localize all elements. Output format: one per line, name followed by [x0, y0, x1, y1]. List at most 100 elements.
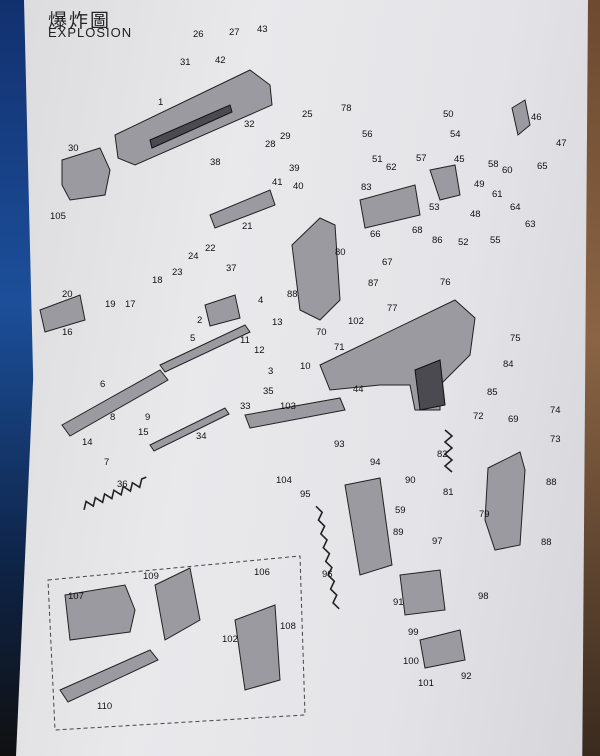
part-label-4: 4	[258, 295, 264, 306]
part-label-83: 83	[361, 182, 372, 193]
mag-base-part	[399, 569, 446, 616]
part-label-29: 29	[280, 131, 291, 142]
part-label-32: 32	[244, 119, 255, 130]
grip-left-part	[291, 217, 341, 321]
part-label-5: 5	[190, 333, 196, 344]
part-label-100: 100	[403, 656, 419, 667]
frame-grip	[414, 359, 446, 411]
part-label-74: 74	[550, 405, 561, 416]
part-label-46: 46	[531, 112, 542, 123]
part-label-44: 44	[353, 384, 364, 395]
part-label-27: 27	[229, 27, 240, 38]
part-label-81: 81	[443, 487, 454, 498]
slide-part	[114, 69, 273, 166]
part-label-88b: 88	[546, 477, 557, 488]
part-label-69: 69	[508, 414, 519, 425]
part-label-51: 51	[372, 154, 383, 165]
part-label-68: 68	[412, 225, 423, 236]
rail-part	[244, 397, 346, 429]
magazine-part	[344, 477, 393, 576]
part-label-95: 95	[300, 489, 311, 500]
part-label-93: 93	[334, 439, 345, 450]
part-label-26: 26	[193, 29, 204, 40]
hammer-part	[511, 99, 531, 136]
hop-up-part	[204, 294, 241, 327]
part-label-106: 106	[254, 567, 270, 578]
part-label-48: 48	[470, 209, 481, 220]
part-label-31: 31	[180, 57, 191, 68]
part-label-40: 40	[293, 181, 304, 192]
part-label-21: 21	[242, 221, 253, 232]
part-label-58: 58	[488, 159, 499, 170]
part-label-37: 37	[226, 263, 237, 274]
part-label-14: 14	[82, 437, 93, 448]
part-label-87: 87	[368, 278, 379, 289]
part-label-88a: 88	[287, 289, 298, 300]
part-label-9: 9	[145, 412, 151, 423]
part-label-84: 84	[503, 359, 514, 370]
part-label-82: 82	[437, 449, 448, 460]
part-label-43: 43	[257, 24, 268, 35]
hammer-strut-part	[429, 164, 461, 201]
part-label-50: 50	[443, 109, 454, 120]
part-label-61: 61	[492, 189, 503, 200]
comp-rail	[59, 649, 159, 703]
part-label-49: 49	[474, 179, 485, 190]
part-label-11: 11	[240, 335, 250, 346]
part-label-20: 20	[62, 289, 73, 300]
part-label-52: 52	[458, 237, 469, 248]
guide-rod-part	[149, 407, 230, 452]
part-label-90: 90	[405, 475, 416, 486]
part-label-108: 108	[280, 621, 296, 632]
part-label-76: 76	[440, 277, 451, 288]
part-label-13: 13	[272, 317, 283, 328]
part-label-7: 7	[104, 457, 110, 468]
part-label-17: 17	[125, 299, 136, 310]
part-label-41: 41	[272, 177, 283, 188]
part-label-38: 38	[210, 157, 221, 168]
part-label-35: 35	[263, 386, 274, 397]
part-label-99: 99	[408, 627, 419, 638]
part-label-79: 79	[479, 509, 490, 520]
part-label-34: 34	[196, 431, 207, 442]
slide-window	[149, 104, 233, 149]
part-label-6: 6	[100, 379, 106, 390]
part-label-91: 91	[393, 597, 404, 608]
part-label-107: 107	[68, 591, 84, 602]
part-label-45: 45	[454, 154, 465, 165]
part-label-16: 16	[62, 327, 73, 338]
part-label-85: 85	[487, 387, 498, 398]
part-label-97: 97	[432, 536, 443, 547]
part-label-2: 2	[197, 315, 203, 326]
part-label-102a: 102	[348, 316, 364, 327]
title-english: EXPLOSION	[48, 25, 133, 40]
option-parts-box	[47, 555, 306, 731]
comp-slide-front	[64, 584, 136, 641]
mainspring	[443, 429, 454, 473]
part-label-57: 57	[416, 153, 427, 164]
part-label-96: 96	[322, 569, 333, 580]
slide-front-part	[61, 147, 111, 201]
part-label-24: 24	[188, 251, 199, 262]
part-label-105: 105	[50, 211, 66, 222]
mag-plate-part	[419, 629, 466, 669]
frame-part	[319, 299, 476, 411]
part-label-60: 60	[502, 165, 513, 176]
part-label-39: 39	[289, 163, 300, 174]
part-label-110: 110	[97, 701, 113, 712]
part-label-54: 54	[450, 129, 461, 140]
magazine-spring	[315, 505, 340, 610]
comp-grip-right	[234, 604, 281, 691]
part-label-33: 33	[240, 401, 251, 412]
part-label-62: 62	[386, 162, 397, 173]
part-label-104: 104	[276, 475, 292, 486]
title-chinese: 爆炸圖	[48, 10, 112, 32]
part-label-73: 73	[550, 434, 561, 445]
part-label-53: 53	[429, 202, 440, 213]
grip-right-part	[484, 451, 526, 551]
part-label-89: 89	[393, 527, 404, 538]
comp-grip-left	[154, 567, 201, 641]
part-label-30: 30	[68, 143, 79, 154]
part-label-77: 77	[387, 303, 398, 314]
recoil-spring	[83, 476, 147, 511]
